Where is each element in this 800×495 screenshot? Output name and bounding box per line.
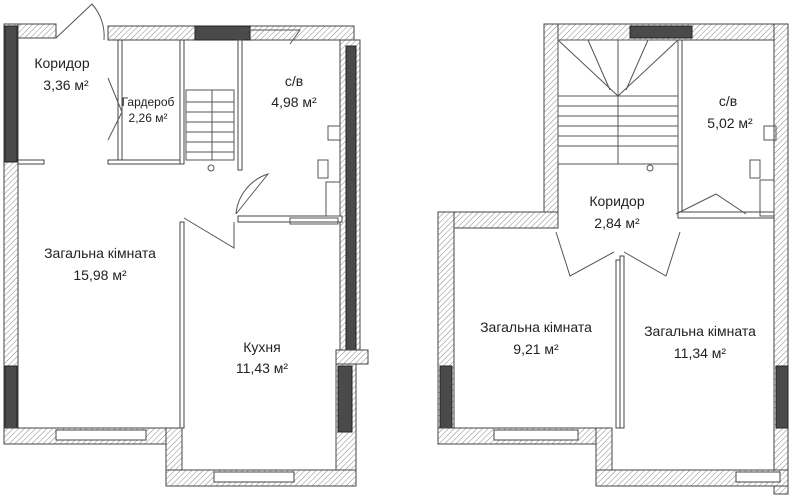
wardrobe-door: [107, 77, 123, 141]
floor-2-plan: [437, 23, 789, 495]
room-area: 15,98 м²: [73, 267, 127, 283]
wall: [237, 39, 243, 171]
entrance-door: [55, 3, 105, 41]
wall: [107, 159, 183, 165]
counter: [289, 217, 339, 225]
room-name: Загальна кімната: [644, 323, 756, 339]
room-area: 11,43 м²: [236, 360, 289, 376]
wall: [179, 39, 185, 165]
wall-dark: [775, 365, 789, 429]
floor-1-plan: [3, 3, 369, 487]
window-dark: [629, 25, 693, 39]
room-labels: Коридор 3,36 м² Гардероб 2,26 м² с/в 4,9…: [34, 55, 756, 376]
room-name: с/в: [285, 73, 303, 89]
room-name: Загальна кімната: [44, 245, 156, 261]
bath-door-2: [235, 173, 270, 215]
wall: [335, 349, 369, 365]
room-name: Кухня: [243, 339, 280, 355]
room-area: 5,02 м²: [707, 115, 753, 131]
kitchen-door: [183, 217, 235, 249]
sink: [749, 159, 761, 179]
sink: [763, 125, 777, 141]
wall-dark: [337, 365, 353, 433]
room-door: [623, 231, 681, 277]
wall: [17, 159, 45, 165]
wall: [437, 211, 559, 229]
sink: [317, 159, 329, 179]
wall: [543, 23, 559, 221]
room-name: Коридор: [34, 55, 90, 71]
boiler: [759, 179, 775, 217]
sink: [327, 125, 341, 141]
wall-dark: [345, 45, 357, 355]
window: [735, 471, 781, 483]
room-name: с/в: [719, 93, 737, 109]
window: [213, 471, 295, 483]
window: [493, 429, 579, 441]
wall: [615, 259, 621, 429]
room-area: 9,21 м²: [513, 341, 559, 357]
wall: [117, 39, 123, 161]
boiler: [325, 181, 341, 217]
wall: [677, 39, 683, 215]
wall-dark: [4, 25, 18, 163]
window: [55, 429, 147, 441]
wall: [179, 221, 185, 429]
wall: [619, 255, 625, 429]
wall-dark: [439, 365, 453, 429]
room-area: 2,84 м²: [594, 215, 640, 231]
bath-door: [240, 29, 301, 45]
room-door: [555, 231, 615, 277]
room-area: 4,98 м²: [271, 94, 317, 110]
room-name: Гардероб: [122, 95, 175, 109]
room-area: 11,34 м²: [674, 345, 727, 361]
wall-dark: [4, 365, 18, 429]
room-area: 2,26 м²: [129, 111, 168, 125]
window-dark: [194, 25, 251, 41]
stairs: [557, 39, 679, 172]
room-name: Загальна кімната: [480, 319, 592, 335]
room-name: Коридор: [589, 193, 645, 209]
bath-door: [675, 193, 747, 215]
room-area: 3,36 м²: [43, 77, 89, 93]
stairs: [185, 89, 235, 172]
